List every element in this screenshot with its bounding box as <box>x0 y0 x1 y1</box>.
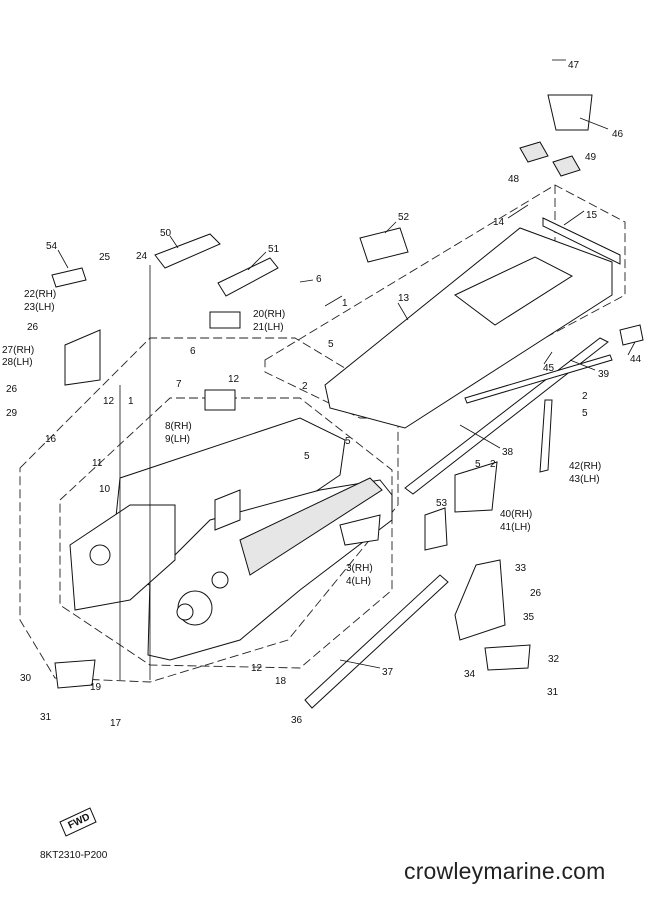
part-32 <box>484 644 531 671</box>
callout-12c: 12 <box>251 663 263 674</box>
part-8 <box>204 389 236 411</box>
site-watermark: crowleymarine.com <box>404 858 606 884</box>
side-rails <box>404 337 613 495</box>
tunnel-upper <box>324 227 613 429</box>
part-54 <box>51 267 87 288</box>
callout-41: 41(LH) <box>500 522 531 533</box>
callout-21: 21(LH) <box>253 322 284 333</box>
callout-28: 28(LH) <box>2 357 33 368</box>
callout-49: 49 <box>585 152 597 163</box>
callout-23: 23(LH) <box>24 302 55 313</box>
callout-39: 39 <box>598 369 610 380</box>
callout-38: 38 <box>502 447 514 458</box>
callout-2b: 2 <box>582 391 588 402</box>
callout-8: 8(RH) <box>165 421 192 432</box>
callout-4: 4(LH) <box>346 576 371 587</box>
callout-51: 51 <box>268 244 280 255</box>
callout-40: 40(RH) <box>500 509 532 520</box>
callout-6b: 6 <box>190 346 196 357</box>
callout-1b: 1 <box>128 396 134 407</box>
part-3 <box>339 514 381 546</box>
rear-bracket <box>542 217 621 265</box>
callout-26a: 26 <box>27 322 39 333</box>
callout-52: 52 <box>398 212 410 223</box>
callout-47: 47 <box>568 60 580 71</box>
small-parts <box>51 94 644 709</box>
callout-7: 7 <box>176 379 182 390</box>
callout-26c: 26 <box>530 588 542 599</box>
part-52 <box>359 227 409 263</box>
part-37 <box>304 574 449 709</box>
part-27 <box>64 329 101 386</box>
callout-3: 3(RH) <box>346 563 373 574</box>
callout-27: 27(RH) <box>2 345 34 356</box>
callout-46: 46 <box>612 129 624 140</box>
chassis-frame <box>69 417 393 661</box>
leader-lines <box>57 59 636 680</box>
callout-2c: 2 <box>490 459 496 470</box>
callout-25: 25 <box>99 252 111 263</box>
callout-19: 19 <box>90 682 102 693</box>
part-33 <box>454 559 506 641</box>
callout-36: 36 <box>291 715 303 726</box>
callout-9: 9(LH) <box>165 434 190 445</box>
callout-42: 42(RH) <box>569 461 601 472</box>
callout-1a: 1 <box>342 298 348 309</box>
callout-12a: 12 <box>228 374 240 385</box>
part-20 <box>209 311 241 329</box>
callout-16: 16 <box>45 434 57 445</box>
callout-53: 53 <box>436 498 448 509</box>
callout-10: 10 <box>99 484 111 495</box>
part-49 <box>552 155 581 177</box>
callout-6a: 6 <box>316 274 322 285</box>
callout-11: 11 <box>92 458 103 469</box>
callout-12b: 12 <box>103 396 115 407</box>
callout-43: 43(LH) <box>569 474 600 485</box>
callout-34: 34 <box>464 669 476 680</box>
diagram-code: 8KT2310-P200 <box>40 850 108 861</box>
callout-50: 50 <box>160 228 172 239</box>
callout-5d: 5 <box>304 451 310 462</box>
callout-17: 17 <box>110 718 122 729</box>
part-50 <box>154 233 221 269</box>
callout-15: 15 <box>586 210 598 221</box>
fwd-arrow-icon: FWD <box>59 807 97 837</box>
callout-32: 32 <box>548 654 560 665</box>
part-44 <box>619 324 644 346</box>
callout-35: 35 <box>523 612 535 623</box>
callout-24: 24 <box>136 251 148 262</box>
callout-13: 13 <box>398 293 410 304</box>
callout-37: 37 <box>382 667 394 678</box>
callout-14: 14 <box>493 217 505 228</box>
callout-45: 45 <box>543 363 555 374</box>
callout-20: 20(RH) <box>253 309 285 320</box>
callout-26b: 26 <box>6 384 18 395</box>
callout-18: 18 <box>275 676 287 687</box>
callout-44: 44 <box>630 354 642 365</box>
callout-33: 33 <box>515 563 527 574</box>
callout-31a: 31 <box>547 687 559 698</box>
part-42 <box>539 399 553 473</box>
callout-31b: 31 <box>40 712 52 723</box>
part-53 <box>424 507 448 551</box>
callout-2a: 2 <box>302 381 308 392</box>
callout-30: 30 <box>20 673 32 684</box>
part-40 <box>454 461 498 513</box>
part-46 <box>547 94 593 131</box>
part-30 <box>54 659 96 689</box>
callout-5b: 5 <box>582 408 588 419</box>
callout-5c: 5 <box>345 436 351 447</box>
part-51 <box>217 257 279 297</box>
callout-48: 48 <box>508 174 520 185</box>
callout-29: 29 <box>6 408 18 419</box>
callout-54: 54 <box>46 241 58 252</box>
part-48 <box>519 141 549 163</box>
callout-5e: 5 <box>475 459 481 470</box>
callout-22: 22(RH) <box>24 289 56 300</box>
callout-5a: 5 <box>328 339 334 350</box>
